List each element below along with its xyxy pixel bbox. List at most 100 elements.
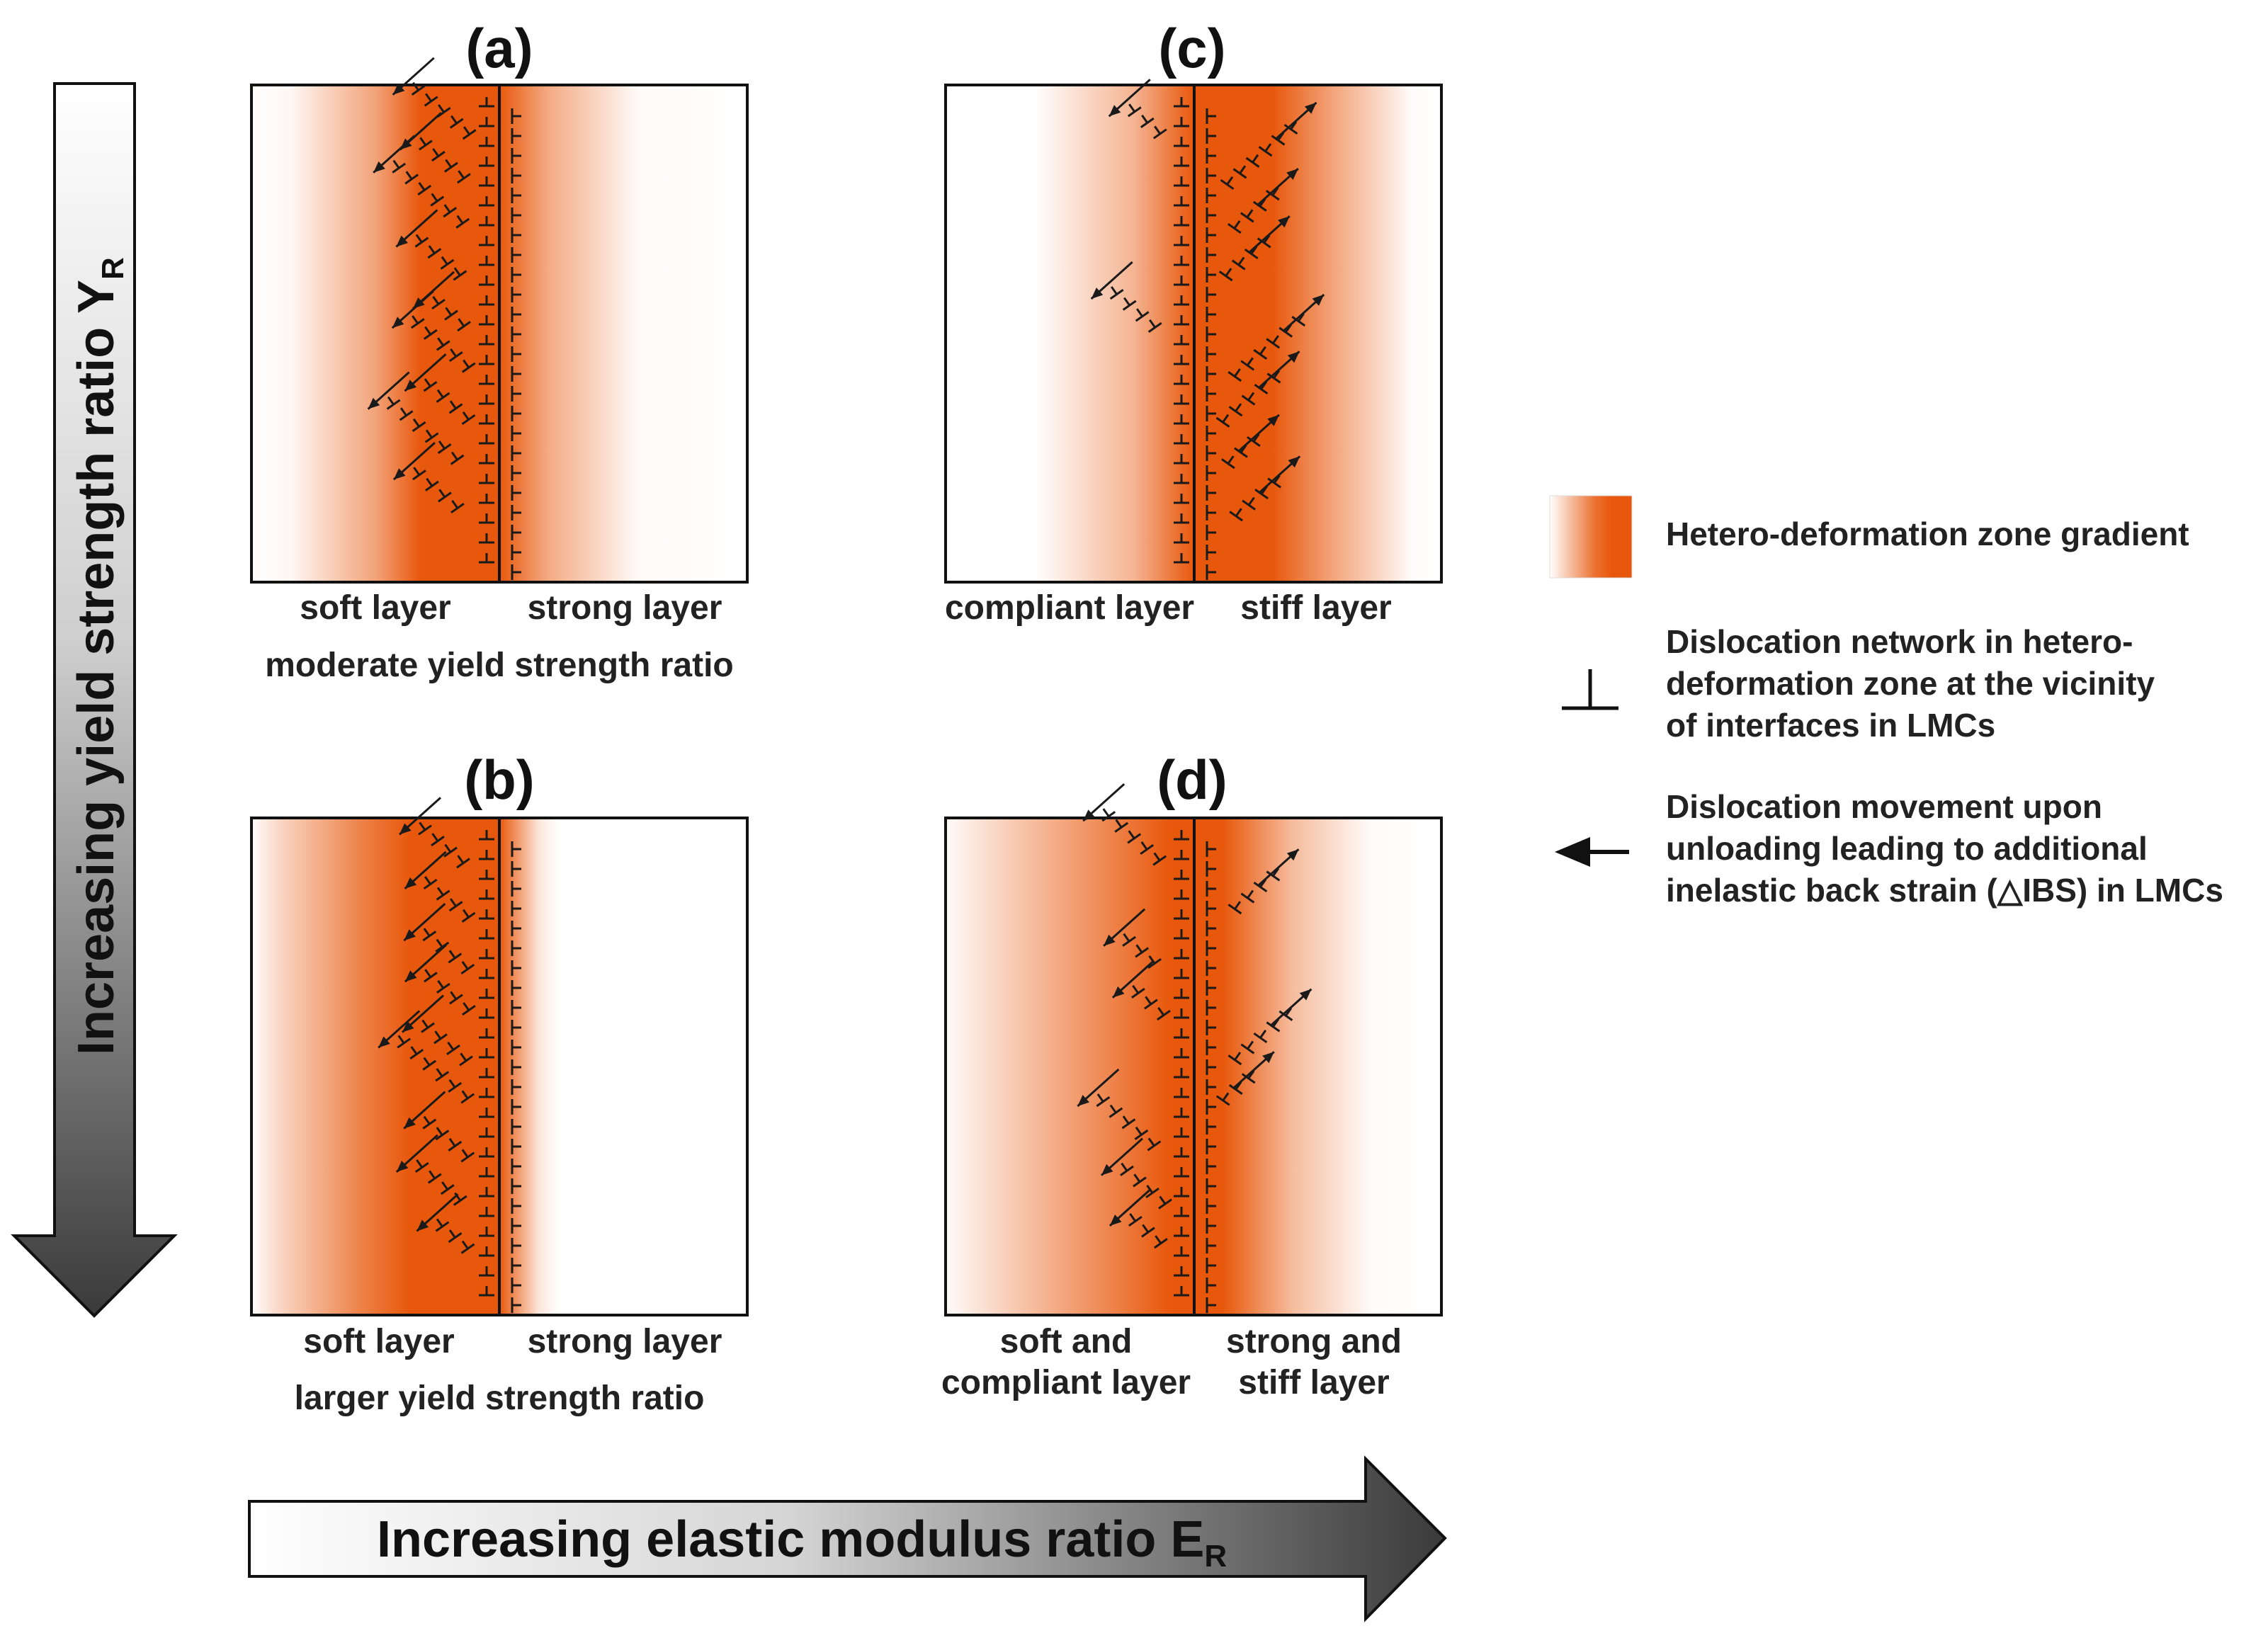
dislocation-symbol [511, 980, 521, 996]
dislocation-symbol [459, 1052, 473, 1067]
dislocation-symbol [1206, 861, 1216, 877]
dislocation-symbol [511, 1020, 521, 1035]
dislocation-symbol [1122, 297, 1137, 311]
dislocation-symbol [511, 505, 521, 521]
dislocation-symbol [1174, 97, 1189, 108]
movement-arrow [401, 994, 445, 1033]
dislocation-symbol [1206, 108, 1216, 124]
dislocation-symbol [419, 137, 433, 151]
dislocation-symbol [392, 159, 407, 174]
dislocation-symbol [1154, 1235, 1168, 1249]
dislocation-symbol [479, 1127, 494, 1138]
dislocation-symbol [1174, 870, 1189, 880]
dislocation-symbol [436, 979, 450, 994]
dislocation-symbol [479, 1108, 494, 1118]
movement-arrow [398, 797, 441, 836]
dislocation-symbol [1253, 346, 1268, 360]
dislocation-symbol [450, 499, 465, 514]
movement-arrow [404, 353, 447, 392]
dislocation-symbol [479, 850, 494, 860]
dislocation-symbol [511, 227, 521, 243]
dislocation-symbol [479, 870, 494, 880]
dislocation-symbol [511, 465, 521, 481]
legend-movement-line1: Dislocation movement upon [1666, 788, 2102, 825]
dislocation-symbol [1174, 1028, 1189, 1039]
dislocation-symbol [511, 1099, 521, 1115]
dislocation-symbol [427, 1170, 442, 1184]
dislocation-symbol [479, 355, 494, 365]
dislocation-symbol [511, 267, 521, 283]
dislocation-symbol [431, 295, 446, 310]
dislocation-symbol [1206, 1178, 1216, 1194]
dislocation-symbol [460, 1090, 475, 1104]
dislocation-symbol [511, 287, 521, 302]
dislocation-symbol [479, 513, 494, 524]
dislocation-symbol [479, 97, 494, 108]
dislocation-symbol [479, 157, 494, 167]
dislocation-symbol [1240, 1040, 1255, 1054]
panel-d-label: (d) [1157, 749, 1227, 811]
panel-a-left-caption: soft layer [300, 589, 450, 627]
dislocation-symbol [479, 1286, 494, 1297]
dislocation-symbol [411, 81, 426, 96]
dislocation-symbol [479, 315, 494, 326]
dislocation-symbol [479, 216, 494, 227]
dislocation-symbol [1206, 207, 1216, 223]
dislocation-symbol [435, 1127, 450, 1141]
dislocation-symbol [440, 1181, 455, 1195]
dislocation-symbol [511, 326, 521, 342]
dislocation-symbol [479, 454, 494, 465]
dislocation-symbol [479, 1246, 494, 1257]
dislocation-symbol [433, 1030, 448, 1045]
movement-arrow [1247, 215, 1291, 254]
dislocation-symbol [511, 525, 521, 540]
movement-arrow [403, 902, 446, 942]
legend-movement-line2: unloading leading to additional [1666, 830, 2148, 867]
dislocation-symbol [446, 1041, 460, 1055]
dislocation-symbol [1140, 114, 1155, 128]
dislocation-symbol [511, 841, 521, 857]
dislocation-symbol [422, 1057, 437, 1071]
dislocation-symbol [443, 843, 458, 858]
dislocation-symbol [412, 418, 426, 432]
dislocation-symbol [1228, 403, 1243, 417]
dislocation-symbol [422, 1115, 437, 1130]
dislocation-symbol [511, 1119, 521, 1134]
panel-a: (a) soft layer strong layer moderate yie… [250, 17, 749, 684]
dislocation-symbol [1206, 247, 1216, 263]
dislocation-symbol [461, 909, 476, 923]
dislocation-symbol [479, 1167, 494, 1178]
dislocation-symbol [1253, 1029, 1268, 1044]
horizontal-axis-subscript: R [1204, 1539, 1227, 1574]
dislocation-symbol [460, 960, 475, 975]
dislocation-symbol [511, 1218, 521, 1234]
dislocation-symbol [460, 1240, 475, 1254]
dislocation-symbol [511, 1297, 521, 1313]
dislocation-symbol [1121, 1115, 1136, 1130]
panel-c-dislocations [1090, 79, 1325, 580]
movement-arrow [395, 1134, 438, 1173]
legend-gradient-swatch [1549, 495, 1633, 579]
dislocation-symbol [511, 485, 521, 501]
dislocation-symbol [448, 400, 463, 414]
dislocation-symbol [1174, 1048, 1189, 1059]
dislocation-symbol [1140, 841, 1155, 855]
dislocation-symbol [444, 159, 458, 173]
panel-a-bottom-caption: moderate yield strength ratio [265, 647, 733, 684]
dislocation-symbol [440, 256, 455, 270]
dislocation-symbol [1174, 1266, 1189, 1277]
dislocation-symbol [479, 137, 494, 147]
dislocation-symbol [479, 1147, 494, 1158]
dislocation-symbol [511, 1059, 521, 1075]
dislocation-symbol [455, 215, 470, 229]
dislocation-symbol [412, 467, 426, 481]
dislocation-symbol [409, 1046, 424, 1060]
dislocation-symbol [511, 545, 521, 560]
dislocation-symbol [511, 148, 521, 164]
dislocation-symbol [386, 396, 401, 410]
dislocation-symbol [1174, 1068, 1189, 1079]
dislocation-symbol [1174, 513, 1189, 524]
panel-c-label: (c) [1158, 17, 1225, 79]
dislocation-symbol [1174, 949, 1189, 960]
dislocation-symbol [1206, 465, 1216, 481]
